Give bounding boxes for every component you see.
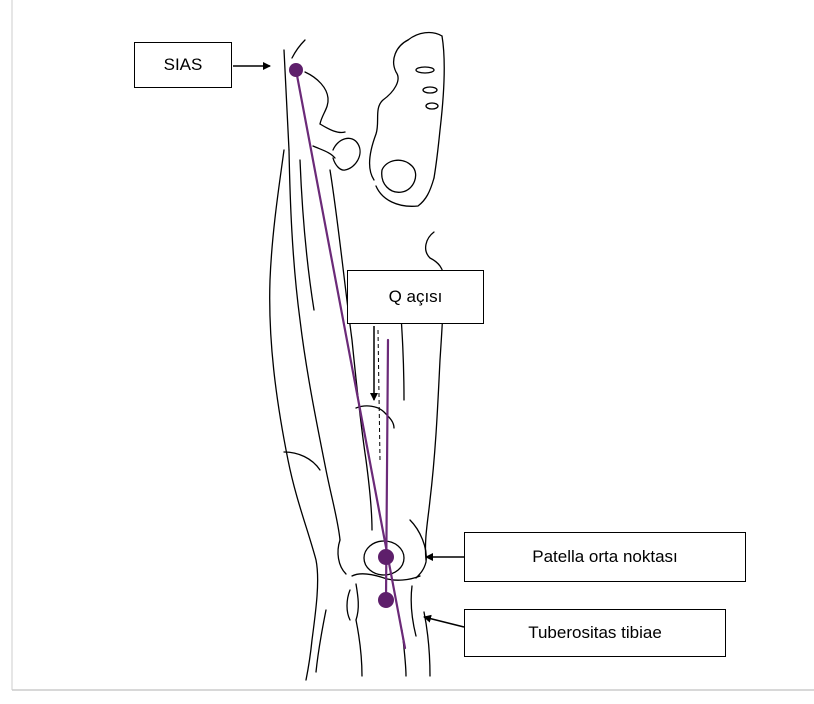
iliac-crest-outline — [284, 50, 289, 150]
tuberositas-landmark-dot — [378, 592, 394, 608]
pubic-outline — [376, 178, 434, 206]
femoral-neck-outline — [313, 146, 335, 158]
tibia-medial-outline — [411, 586, 416, 636]
iliac-crest-inner — [292, 40, 305, 58]
q-angle-label: Q açısı — [347, 270, 484, 324]
hip-joint-outline — [320, 124, 345, 133]
sacrum-outline — [434, 36, 444, 178]
sacral-foramen-2 — [423, 87, 437, 93]
sacral-foramen-3 — [426, 103, 438, 109]
lower-leg-tibia-outline — [356, 620, 362, 676]
patella-midpoint-label: Patella orta noktası — [464, 532, 746, 582]
lower-leg-lateral-outline — [316, 610, 326, 672]
sias-landmark-dot — [289, 63, 303, 77]
fibula-head-outline — [347, 590, 350, 620]
leg-outline — [270, 33, 444, 680]
thigh-outer-outline — [270, 150, 318, 680]
lower-leg-medial-outline — [424, 612, 430, 676]
knee-medial-outline — [410, 520, 426, 578]
sias-label: SIAS — [134, 42, 232, 88]
tuberositas-tibiae-label: Tuberositas tibiae — [464, 609, 726, 657]
pelvis-upper-rim — [408, 33, 442, 40]
dashed-extension-line — [378, 330, 380, 460]
obturator-foramen-outline — [382, 160, 416, 192]
knee-lateral-outline — [338, 540, 346, 574]
tibia-upper-outline — [356, 584, 358, 620]
femur-lateral-inner — [300, 160, 314, 310]
tuberositas-pointer-arrow — [424, 617, 464, 627]
patella-midpoint-dot — [378, 549, 394, 565]
femur-lateral-outline — [289, 150, 340, 540]
sacral-foramen-1 — [416, 67, 434, 73]
femur-medial-outline — [330, 170, 372, 530]
greater-trochanter-outline — [305, 72, 328, 124]
pelvis-wing-outline — [370, 40, 408, 180]
femoral-head-outline — [333, 138, 360, 170]
